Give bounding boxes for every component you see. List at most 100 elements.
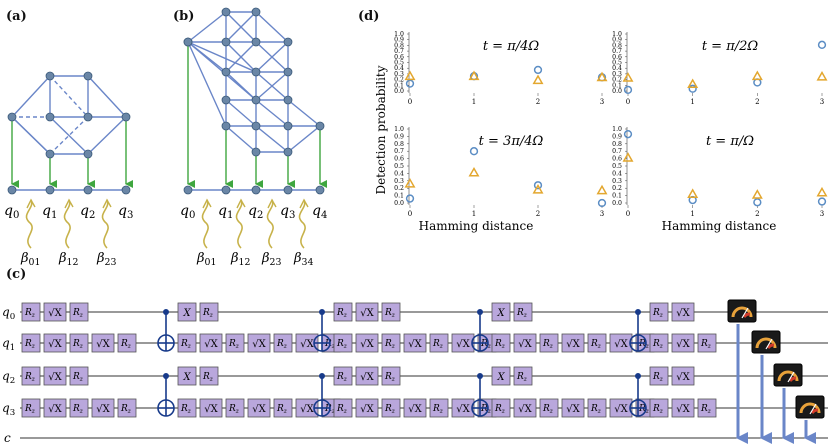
rz-gate: Rz: [381, 398, 401, 418]
cnot-control: [163, 309, 169, 315]
gate-label-main: R: [120, 339, 128, 349]
gate-box: [43, 398, 67, 418]
gate-label: Rz: [590, 339, 602, 350]
graph-node: [283, 67, 293, 77]
meter-scale: [731, 306, 753, 318]
gate-label: Rz: [72, 339, 84, 350]
gate-label-main: R: [324, 339, 332, 349]
gate-label-sub: z: [127, 408, 132, 415]
gate-label: Rz: [516, 308, 528, 319]
gate-label: Rz: [180, 404, 192, 415]
x-tick-label: 0: [626, 98, 630, 106]
gate-box: [381, 333, 401, 353]
gate-label: √X: [676, 372, 690, 383]
gate-label: Rz: [542, 339, 554, 350]
gate-label-sub: z: [187, 408, 192, 415]
gate-label-sub: z: [501, 408, 506, 415]
data-point-triangle: [687, 78, 699, 89]
gate-box: [671, 302, 695, 322]
meter-scale-red: [766, 343, 775, 349]
wire-label: q0: [2, 305, 15, 322]
rz-gate: Rz: [333, 302, 353, 322]
y-tick-label: 0.8: [394, 42, 404, 49]
data-point-circle: [597, 198, 607, 208]
gate-label: Rz: [24, 339, 36, 350]
gate-label-sub: z: [597, 343, 602, 350]
gate-label-main: R: [202, 372, 210, 382]
y-tick-label: 0.9: [612, 37, 622, 44]
gate-label-sub: z: [31, 312, 36, 319]
gate-label-main: R: [72, 404, 80, 414]
qubit-label-main: q: [80, 203, 89, 219]
x-tick-label: 1: [690, 98, 694, 106]
qubit-node: [121, 185, 131, 195]
sqrt-x-gate: √X: [43, 398, 67, 418]
data-point-triangle: [596, 71, 608, 82]
gate-box: [247, 333, 271, 353]
edge: [225, 99, 257, 127]
sqrt-x-gate: √X: [43, 302, 67, 322]
y-tick-label: 0.2: [612, 77, 622, 84]
meter-scale: [755, 337, 777, 349]
gate-box: [491, 333, 511, 353]
sqrt-x-gate: √X: [91, 333, 115, 353]
gate-box: [43, 333, 67, 353]
gate-label: X: [182, 308, 191, 319]
rz-gate: Rz: [225, 333, 245, 353]
gate-box: [69, 366, 89, 386]
data-point-circle: [753, 198, 762, 207]
y-tick-label: 0.0: [612, 200, 622, 207]
data-point-triangle: [532, 183, 544, 194]
gate-label-main: R: [432, 339, 440, 349]
coupling-label-main: β: [96, 251, 105, 266]
x-tick-label: 3: [820, 98, 824, 106]
gate-label-main: R: [652, 308, 660, 318]
y-tick-label: 0.3: [612, 178, 622, 185]
graph-node: [283, 95, 293, 105]
gate-label: Rz: [120, 339, 132, 350]
gate-label-sub: z: [127, 343, 132, 350]
qubit-label-sub: 1: [51, 210, 57, 221]
x-gate: X: [491, 302, 511, 322]
gate-label-main: R: [384, 308, 392, 318]
coupling-label: β01: [196, 251, 216, 268]
x-tick-label: 2: [536, 98, 540, 106]
gate-box: [21, 333, 41, 353]
y-tick-label: 0.1: [394, 193, 404, 200]
qubit-label-main: q: [280, 203, 289, 219]
y-tick-label: 0.4: [612, 65, 622, 72]
qubit-label-main: q: [118, 203, 127, 219]
gate-label: Rz: [700, 339, 712, 350]
gate-label: √X: [518, 339, 532, 350]
gate-box: [355, 333, 379, 353]
rz-gate: Rz: [273, 398, 293, 418]
x-axis-label-left: Hamming distance: [419, 219, 534, 233]
gate-label: √X: [204, 404, 218, 415]
gate-label: Rz: [202, 308, 214, 319]
coupling-wave-head: [236, 198, 246, 209]
graph-node: [83, 149, 93, 159]
data-point-triangle: [816, 71, 828, 81]
y-tick-label: 0.2: [394, 77, 404, 84]
y-tick-label: 0.2: [612, 185, 622, 192]
rz-gate: Rz: [381, 333, 401, 353]
gate-label-sub: z: [659, 408, 664, 415]
y-tick-label: 0.5: [394, 60, 404, 67]
gate-label: Rz: [494, 404, 506, 415]
gate-label: √X: [96, 404, 110, 415]
wire-label: q3: [2, 401, 15, 418]
graph-node: [7, 112, 17, 122]
coupling-label-main: β: [20, 251, 29, 266]
gate-label-sub: z: [331, 408, 336, 415]
coupling-label-main: β: [196, 251, 205, 266]
wire-label: q1: [2, 336, 15, 353]
measurement-meter-icon: [727, 299, 757, 444]
y-axis-label: Detection probability: [374, 65, 388, 194]
gate-label-sub: z: [343, 312, 348, 319]
gate-label-main: R: [202, 308, 210, 318]
plot-title: t = 3π/4Ω: [479, 134, 544, 149]
sqrt-x-gate: √X: [247, 398, 271, 418]
gate-label: Rz: [276, 339, 288, 350]
coupling-label-main: β: [230, 251, 239, 266]
y-tick-label: 0.8: [394, 141, 404, 148]
